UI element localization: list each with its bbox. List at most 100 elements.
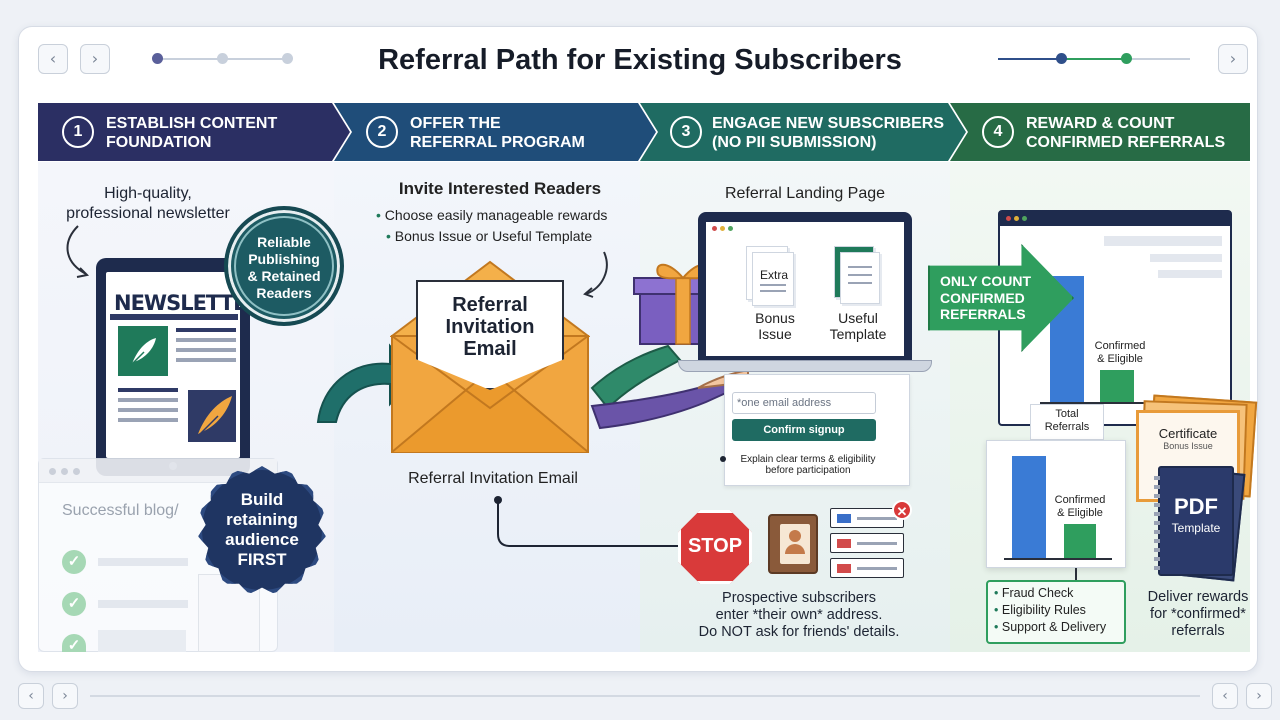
connector-line [494,496,680,547]
close-icon: ✕ [892,500,912,520]
chevron-right-icon: › [91,49,99,68]
text-line [176,348,236,352]
chart-axis [1040,402,1200,404]
step-number: 2 [366,116,398,148]
step-label: OFFER THE REFERRAL PROGRAM [410,115,585,151]
reward-b-label: Useful Template [829,310,887,342]
text-line [118,398,178,402]
progress-dot [282,53,293,64]
reward-a-label: Bonus Issue [755,310,795,342]
scroll-right-button[interactable]: › [1246,683,1272,709]
step-label: ENGAGE NEW SUBSCRIBERS (NO PII SUBMISSIO… [712,115,945,151]
text-line [760,290,786,292]
bullet-item: • Choose easily manageable rewards [376,207,608,223]
chevron-left-icon: ‹ [49,49,57,68]
checks-box [986,580,1126,644]
email-entry-icon [830,533,904,553]
doc-sheet [840,252,880,304]
feather-image-icon [118,326,168,376]
scroll-left-button[interactable]: ‹ [1212,683,1238,709]
text-line [118,408,178,412]
panel4-footer: Deliver rewards for *confirmed* referral… [1147,589,1249,639]
chart-axis [1004,558,1112,560]
seal-text: Reliable Publishing & Retained Readers [247,234,321,301]
total-referrals-bar [1012,456,1046,558]
text-line [176,338,236,342]
stop-sign-icon: STOP [678,510,752,584]
next-button[interactable]: › [80,44,110,74]
check-item: • Eligibility Rules [994,603,1086,617]
text-line [848,282,872,284]
reward-tag: Extra [759,268,788,282]
progress-track-right [1128,58,1190,60]
email-entry-icon [830,558,904,578]
bullet-text: Bonus Issue or Useful Template [394,228,593,244]
address-book-icon [768,514,818,574]
progress-dot [1121,53,1132,64]
bullet-item: • Bonus Issue or Useful Template [386,228,593,244]
pdf-sub: Template [1171,521,1221,535]
newsletter-rule [110,314,238,320]
check-text: Support & Delivery [1001,620,1107,634]
panel2-heading: Invite Interested Readers [398,179,602,198]
text-line [176,328,236,332]
text-line [848,274,872,276]
text-line [98,600,188,608]
check-text: Eligibility Rules [1001,603,1086,617]
step-label: REWARD & COUNT CONFIRMED REFERRALS [1026,115,1226,151]
laptop-base [678,360,932,372]
connector-tick [1075,568,1077,582]
pdf-title: PDF [1174,494,1218,519]
progress-track-right [1062,58,1128,60]
certificate-title: Certificate [1158,426,1218,441]
email-input[interactable]: *one email address [732,392,876,414]
bullet-text: Choose easily manageable rewards [384,207,608,223]
chart-top-label: Confirmed & Eligible [1094,340,1146,365]
horizontal-scrollbar[interactable] [90,695,1200,697]
chevron-right-icon: › [62,688,68,704]
envelope-caption: Referral Invitation Email [408,470,578,487]
curved-arrow-icon [66,225,90,278]
step-header-4: 4 REWARD & COUNT CONFIRMED REFERRALS [950,103,1250,161]
confirmed-bar [1100,370,1134,402]
panel3-footer: Prospective subscribers enter *their own… [698,590,900,640]
stop-label: STOP [687,535,743,557]
confirmed-chart-card [986,440,1126,568]
text-block [98,630,186,652]
scroll-left-button[interactable]: ‹ [18,683,44,709]
bullet-dot [720,456,726,462]
check-icon: ✓ [62,634,86,654]
text-line [118,418,178,422]
text-line [118,388,178,392]
chevron-right-icon: › [1229,49,1237,68]
forward-button[interactable]: › [1218,44,1248,74]
doc-sheet [752,252,794,306]
check-item: • Fraud Check [994,586,1074,600]
step-number: 1 [62,116,94,148]
chevron-left-icon: ‹ [1222,688,1228,704]
only-count-text: ONLY COUNT CONFIRMED REFERRALS [940,273,1032,322]
newsletter-caption: High-quality, professional newsletter [66,185,230,222]
progress-track-right [998,58,1062,60]
certificate-sub: Bonus Issue [1163,441,1213,451]
step-number: 3 [670,116,702,148]
invitation-card-text: Referral Invitation Email [445,294,535,360]
step-label: ESTABLISH CONTENT FOUNDATION [106,115,278,151]
progress-dot [1056,53,1067,64]
scroll-right-button[interactable]: › [52,683,78,709]
text-line [98,558,188,566]
check-item: • Support & Delivery [994,620,1107,634]
chevron-right-icon: › [1256,688,1262,704]
step-number: 4 [982,116,1014,148]
text-line [760,284,786,286]
reliable-publishing-seal: Reliable Publishing & Retained Readers [224,206,344,326]
check-icon: ✓ [62,592,86,616]
text-line [848,266,872,268]
total-label-card [1030,404,1104,440]
step-header-2: 2 OFFER THE REFERRAL PROGRAM [334,103,656,161]
progress-dot [217,53,228,64]
page-title: Referral Path for Existing Subscribers [378,44,902,76]
check-text: Fraud Check [1001,586,1074,600]
prev-button[interactable]: ‹ [38,44,68,74]
confirm-signup-button[interactable]: Confirm signup [732,419,876,441]
